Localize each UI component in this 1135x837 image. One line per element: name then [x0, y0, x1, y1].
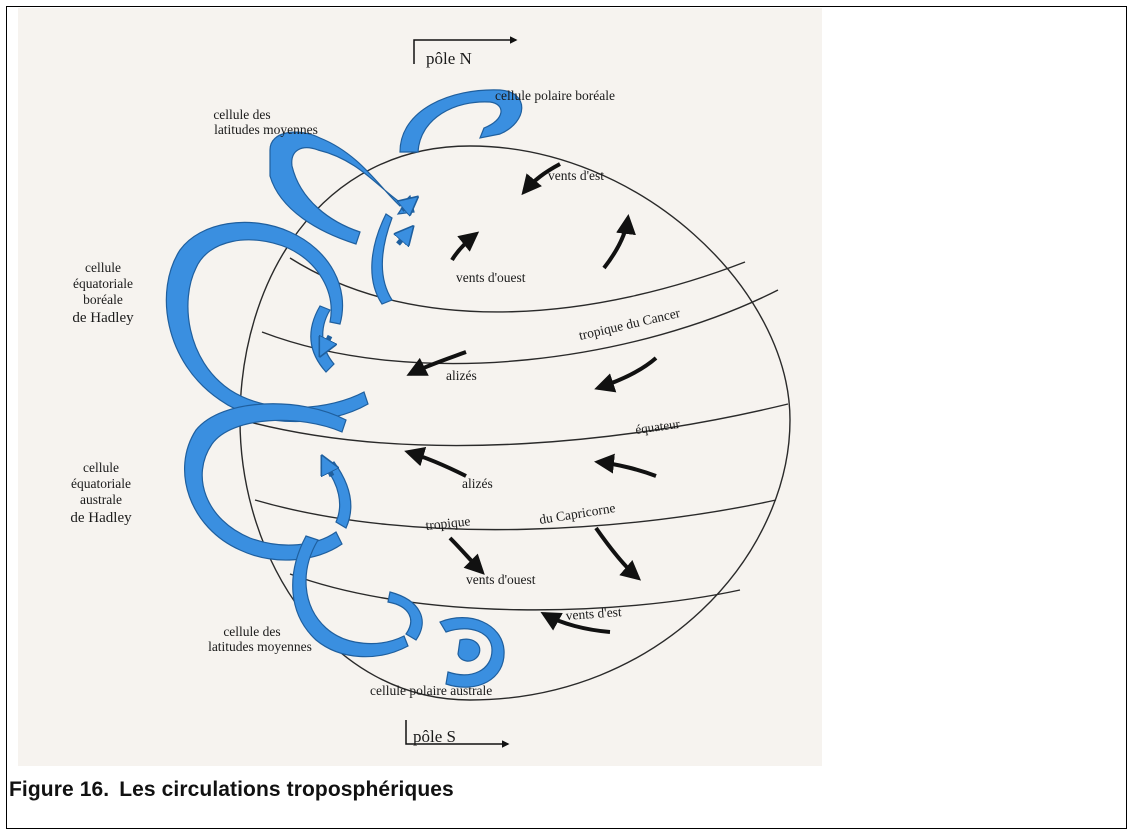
label-vents-est-south: vents d'est [565, 604, 622, 623]
diagram-labels: pôle N pôle S cellule polaire boréale ce… [70, 49, 682, 746]
label-north-midlat-l2: latitudes moyennes [214, 122, 318, 137]
label-tropique-capricorne-2: du Capricorne [538, 500, 616, 527]
cell-flow-arrows [322, 200, 414, 476]
label-south-midlat-l2: latitudes moyennes [208, 639, 312, 654]
wind-arrow-trade-n2 [598, 358, 656, 388]
wind-arrow-west-n1 [452, 234, 476, 260]
figure-caption: Figure 16. Les circulations troposphériqu… [9, 778, 454, 802]
label-hadley-south-l2: équatoriale [71, 476, 131, 491]
south-hadley-cell [185, 404, 346, 560]
wind-arrow-trade-s2 [598, 462, 656, 476]
label-hadley-south-l3: australe [80, 492, 122, 507]
north-hadley-cell [166, 222, 368, 421]
label-alizes-south: alizés [462, 476, 493, 491]
south-midlatitude-loop [388, 592, 422, 640]
wind-arrow-west-s2 [596, 528, 638, 578]
label-pole-s: pôle S [413, 727, 456, 746]
label-hadley-north-l2: équatoriale [73, 276, 133, 291]
label-equateur: équateur [634, 416, 681, 437]
label-north-midlat-l1: cellule des [213, 107, 270, 122]
wind-arrow-trade-s1 [408, 452, 466, 476]
label-pole-n: pôle N [426, 49, 472, 68]
tropic-of-capricorne-line [255, 500, 776, 530]
label-hadley-north-l3: boréale [83, 292, 123, 307]
wind-arrow-west-s1 [450, 538, 482, 572]
caption-number: Figure 16. [9, 778, 109, 801]
label-tropique-cancer: tropique du Cancer [577, 305, 682, 343]
wind-arrow-east-n2 [604, 218, 628, 268]
label-vents-est-north: vents d'est [548, 168, 604, 183]
label-vents-ouest-south: vents d'ouest [466, 572, 536, 587]
north-midlatitude-loop [372, 214, 392, 304]
label-hadley-north-l1: cellule [85, 260, 121, 275]
south-polar-inner [458, 639, 480, 661]
label-tropique-capricorne-1: tropique [425, 513, 471, 533]
label-south-polar-cell: cellule polaire australe [370, 683, 492, 698]
circulation-cells [166, 90, 521, 687]
label-north-polar-cell: cellule polaire boréale [495, 88, 615, 103]
caption-title: Les circulations troposphériques [119, 778, 454, 801]
wind-arrows [408, 164, 656, 632]
label-hadley-north-l4: de Hadley [72, 310, 134, 326]
label-hadley-south-l1: cellule [83, 460, 119, 475]
label-hadley-south-l4: de Hadley [70, 510, 132, 526]
label-alizes-north: alizés [446, 368, 477, 383]
label-vents-ouest-north: vents d'ouest [456, 270, 526, 285]
north-midlatitude-cell [270, 132, 414, 244]
label-south-midlat-l1: cellule des [223, 624, 280, 639]
